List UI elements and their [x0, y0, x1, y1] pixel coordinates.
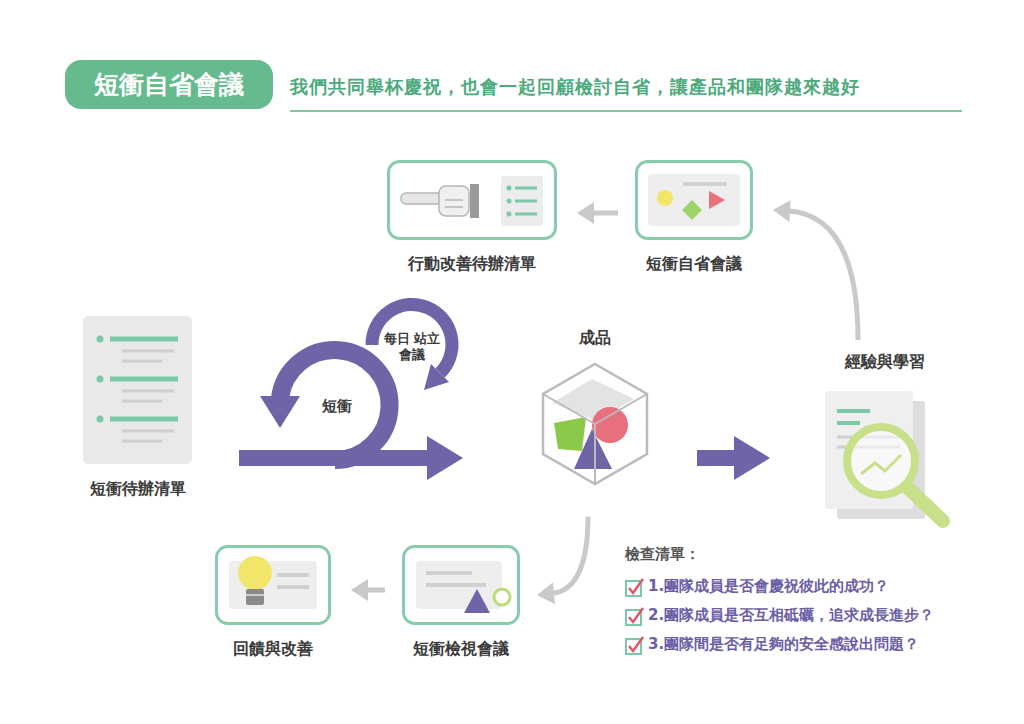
node-outline	[530, 355, 660, 487]
node-icon	[402, 545, 520, 625]
arrow-shaft	[365, 588, 385, 593]
arrow-head	[773, 200, 791, 222]
arrow-shaft	[551, 517, 588, 594]
action-backlog-box: 行動改善待辦清單	[385, 160, 559, 275]
product-cube: 成品	[528, 328, 662, 487]
node-icon	[387, 160, 557, 240]
arrow-head	[734, 436, 770, 480]
flow-arrow	[577, 202, 618, 224]
arrow-shaft	[239, 450, 432, 466]
sprint-label: 短衝	[322, 397, 352, 417]
node-icon	[82, 315, 193, 465]
checklist-item: 1.團隊成員是否會慶祝彼此的成功？	[648, 577, 889, 597]
node-label: 回饋與改善	[213, 639, 333, 660]
checklist-item: 3.團隊間是否有足夠的安全感說出問題？	[648, 635, 919, 655]
subtitle: 我們共同舉杯慶祝，也會一起回顧檢討自省，讓產品和團隊越來越好	[290, 75, 860, 98]
title-pill: 短衝自省會議	[65, 60, 273, 109]
arrow-head	[427, 436, 463, 480]
arrow-head	[351, 579, 368, 601]
arrow-head	[577, 202, 594, 224]
flow-arrow	[351, 579, 385, 601]
subtitle-rule	[290, 110, 962, 112]
node-label: 成品	[528, 328, 662, 349]
sprint-backlog-doc: 短衝待辦清單	[80, 315, 195, 500]
node-label: 經驗與學習	[813, 352, 957, 373]
node-outline	[215, 545, 331, 625]
node-icon	[530, 355, 660, 487]
arrow-shaft	[787, 211, 858, 340]
retrospective-box: 短衝自省會議	[633, 160, 755, 275]
node-icon	[215, 545, 331, 625]
sprint-loop	[280, 350, 390, 460]
node-outline	[82, 315, 193, 465]
arrow-shaft	[591, 211, 618, 216]
sprint-loop-head	[260, 396, 300, 428]
node-outline	[387, 160, 557, 240]
learning-magnifier: 經驗與學習	[813, 352, 957, 529]
sprint-review-box: 短衝檢視會議	[400, 545, 522, 660]
daily-standup-label: 每日 站立會議	[383, 331, 441, 362]
flow-arrow	[697, 436, 770, 480]
arrow-head	[537, 582, 555, 604]
flow-arrow	[239, 436, 463, 480]
flow-arrow	[537, 517, 588, 604]
daily-loop-head	[424, 364, 449, 390]
checklist-heading: 檢查清單：	[625, 545, 700, 565]
node-label: 短衝待辦清單	[80, 479, 195, 500]
node-outline	[815, 379, 955, 529]
node-icon	[635, 160, 753, 240]
checklist-item: 2.團隊成員是否互相砥礪，追求成長進步？	[648, 606, 934, 626]
node-outline	[402, 545, 520, 625]
daily-loop	[372, 304, 452, 373]
flow-arrow	[773, 200, 858, 340]
feedback-box: 回饋與改善	[213, 545, 333, 660]
node-outline	[635, 160, 753, 240]
node-label: 行動改善待辦清單	[385, 254, 559, 275]
checkbox-icons	[626, 579, 643, 654]
arrow-shaft	[697, 450, 739, 466]
node-icon	[815, 379, 955, 529]
node-label: 短衝自省會議	[633, 254, 755, 275]
node-label: 短衝檢視會議	[400, 639, 522, 660]
